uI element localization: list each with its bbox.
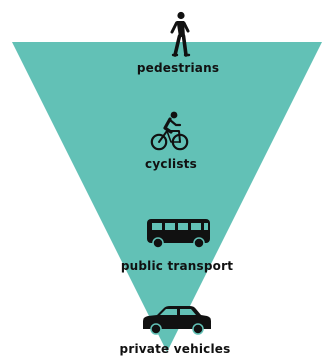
bus-icon xyxy=(147,219,210,249)
pedestrian-icon xyxy=(170,11,191,57)
level-label-public-transport: public transport xyxy=(121,259,233,273)
level-label-pedestrians: pedestrians xyxy=(137,61,219,75)
cyclist-icon xyxy=(150,111,189,151)
car-icon xyxy=(143,306,211,335)
level-label-cyclists: cyclists xyxy=(145,157,197,171)
hierarchy-triangle xyxy=(12,42,322,352)
level-label-private-vehicles: private vehicles xyxy=(120,342,231,356)
